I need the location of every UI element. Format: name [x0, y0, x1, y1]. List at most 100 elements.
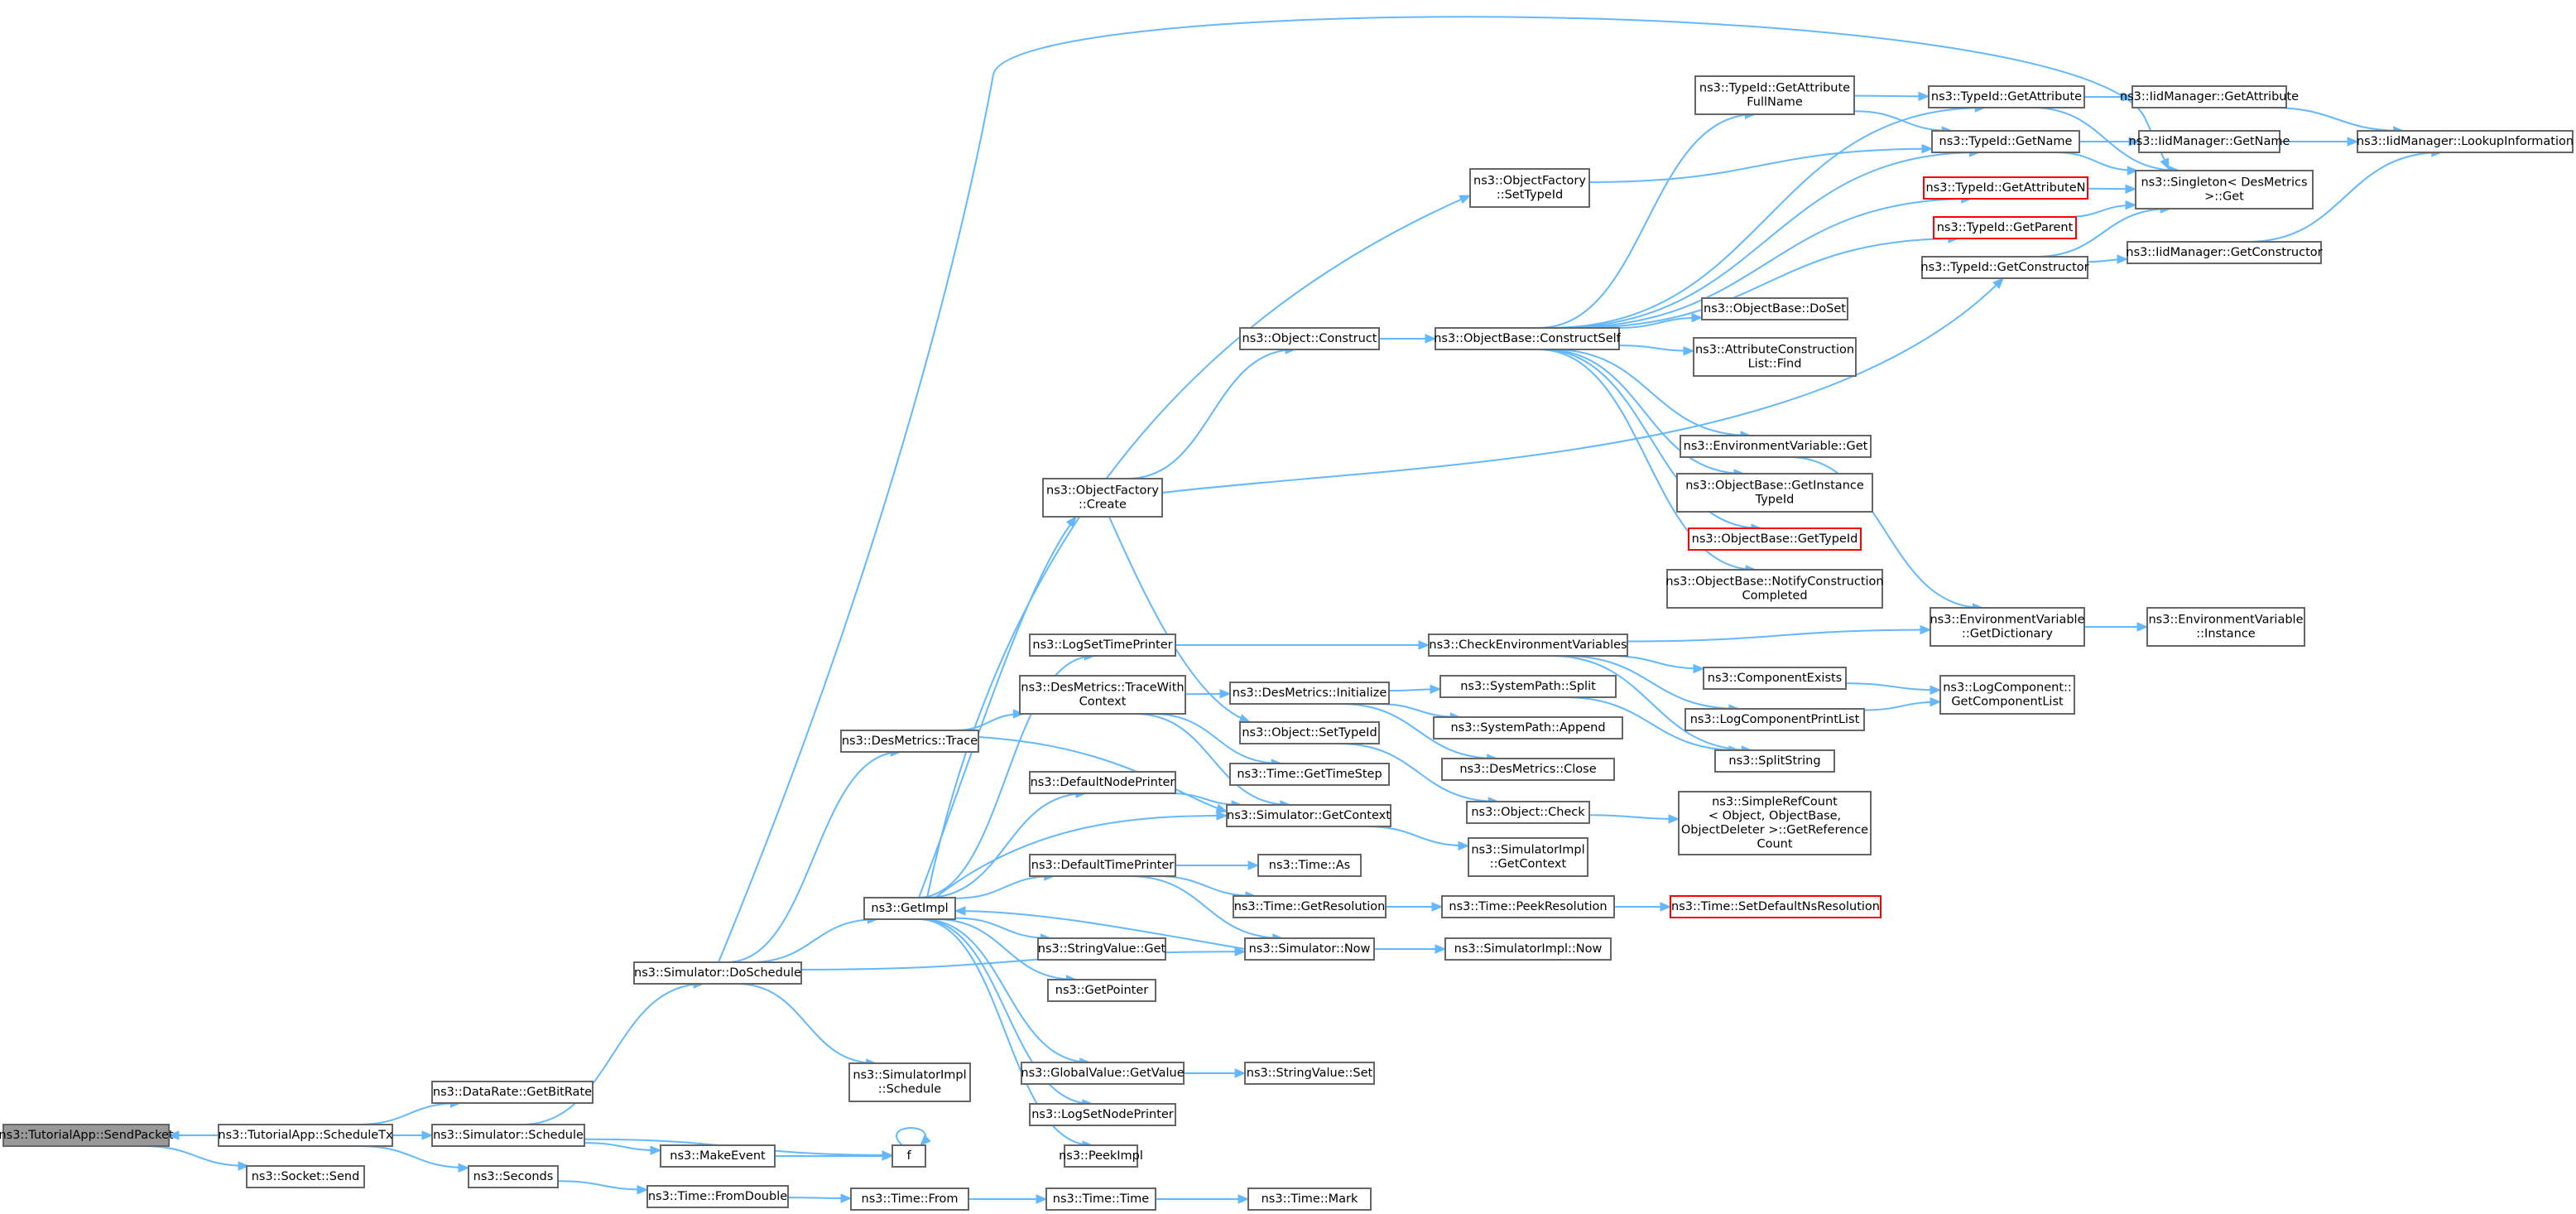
node-box: [2138, 130, 2280, 153]
node-label: ns3::LogComponent::: [1943, 682, 2072, 695]
node-doschedule[interactable]: ns3::Simulator::DoSchedule: [633, 961, 802, 985]
node-desmclose[interactable]: ns3::DesMetrics::Close: [1441, 758, 1615, 781]
edge-doschedule-to-desmtrace: [726, 747, 902, 963]
node-envget[interactable]: ns3::EnvironmentVariable::Get: [1680, 435, 1872, 458]
node-peekimpl[interactable]: ns3::PeekImpl: [1059, 1144, 1143, 1168]
node-setdefns[interactable]: ns3::Time::SetDefaultNsResolution: [1670, 895, 1882, 918]
node-peekres[interactable]: ns3::Time::PeekResolution: [1441, 895, 1615, 918]
node-singleton[interactable]: ns3::Singleton< DesMetrics >::Get: [2135, 170, 2314, 210]
node-iidgetname[interactable]: ns3::IidManager::GetName: [2129, 130, 2290, 153]
node-simimplnow[interactable]: ns3::SimulatorImpl::Now: [1444, 937, 1612, 961]
node-label: ns3::ObjectFactory: [1046, 484, 1159, 498]
node-simplerefcnt[interactable]: ns3::SimpleRefCount< Object, ObjectBase,…: [1678, 791, 1872, 855]
node-getpointer[interactable]: ns3::GetPointer: [1047, 979, 1156, 1002]
node-f[interactable]: f: [892, 1144, 926, 1168]
node-gvgetvalue[interactable]: ns3::GlobalValue::GetValue: [1021, 1062, 1185, 1085]
node-envdict[interactable]: ns3::EnvironmentVariable::GetDictionary: [1930, 607, 2085, 647]
node-label: ns3::StringValue::Set: [1247, 1067, 1373, 1080]
edge-doschedule-to-simimplsched: [736, 983, 877, 1068]
node-seconds[interactable]: ns3::Seconds: [468, 1165, 559, 1188]
node-iidgetctor[interactable]: ns3::IidManager::GetConstructor: [2126, 241, 2323, 264]
node-gettimestep[interactable]: ns3::Time::GetTimeStep: [1229, 763, 1390, 786]
node-sendpacket[interactable]: ns3::TutorialApp::SendPacket: [0, 1124, 174, 1147]
node-tgetctor[interactable]: ns3::TypeId::GetConstructor: [1920, 256, 2089, 279]
node-strvalset[interactable]: ns3::StringValue::Set: [1244, 1062, 1375, 1085]
node-iidlookup[interactable]: ns3::IidManager::LookupInformation: [2357, 130, 2574, 153]
edge-line: [954, 910, 1246, 950]
node-simimplsched[interactable]: ns3::SimulatorImpl::Schedule: [848, 1062, 971, 1102]
node-strvalget[interactable]: ns3::StringValue::Get: [1037, 937, 1166, 961]
node-label: ns3::EnvironmentVariable::Get: [1684, 440, 1868, 453]
node-iidgetattr[interactable]: ns3::IidManager::GetAttribute: [2120, 85, 2299, 108]
node-logcompget[interactable]: ns3::LogComponent::GetComponentList: [1939, 675, 2075, 715]
node-simimplgetctx[interactable]: ns3::SimulatorImpl::GetContext: [1468, 837, 1588, 877]
node-box: [1045, 1188, 1156, 1211]
node-timemark[interactable]: ns3::Time::Mark: [1247, 1188, 1372, 1211]
node-tgetname[interactable]: ns3::TypeId::GetName: [1931, 130, 2080, 153]
node-syappend[interactable]: ns3::SystemPath::Append: [1433, 716, 1623, 739]
node-envinst[interactable]: ns3::EnvironmentVariable::Instance: [2146, 607, 2305, 647]
edge-line: [1561, 198, 1972, 329]
node-desminit[interactable]: ns3::DesMetrics::Initialize: [1229, 682, 1390, 705]
node-getres[interactable]: ns3::Time::GetResolution: [1233, 895, 1387, 918]
node-timetime[interactable]: ns3::Time::Time: [1045, 1188, 1156, 1211]
node-logsetnp[interactable]: ns3::LogSetNodePrinter: [1029, 1103, 1176, 1126]
node-schedule[interactable]: ns3::Simulator::Schedule: [431, 1124, 585, 1147]
edge-scheduletx-to-schedule: [392, 1130, 434, 1140]
edge-constructself-to-attrconstr: [1618, 344, 1695, 356]
node-logsettp[interactable]: ns3::LogSetTimePrinter: [1029, 633, 1176, 657]
arrowhead: [167, 1130, 180, 1140]
node-label: ns3::DefaultTimePrinter: [1031, 859, 1174, 872]
node-label: ns3::Time::SetDefaultNsResolution: [1671, 900, 1880, 913]
node-desmtrace[interactable]: ns3::DesMetrics::Trace: [840, 730, 979, 753]
node-tgetattrn[interactable]: ns3::TypeId::GetAttributeN: [1923, 176, 2088, 200]
node-objsettypeid[interactable]: ns3::Object::SetTypeId: [1239, 721, 1380, 744]
node-objcheck[interactable]: ns3::Object::Check: [1466, 801, 1590, 824]
node-socketsend[interactable]: ns3::Socket::Send: [246, 1165, 365, 1188]
node-makeevent[interactable]: ns3::MakeEvent: [660, 1144, 776, 1168]
node-splitstring[interactable]: ns3::SplitString: [1714, 749, 1835, 773]
node-box: [840, 730, 979, 753]
node-tgetattr[interactable]: ns3::TypeId::GetAttribute: [1928, 85, 2085, 108]
node-simgetctx[interactable]: ns3::Simulator::GetContext: [1226, 804, 1391, 827]
edge-deftimepr-to-timeas: [1175, 860, 1260, 870]
node-objconstruct[interactable]: ns3::Object::Construct: [1239, 327, 1380, 350]
node-deftimepr[interactable]: ns3::DefaultTimePrinter: [1029, 854, 1176, 877]
node-timefrom[interactable]: ns3::Time::From: [850, 1188, 969, 1211]
node-tgetparent[interactable]: ns3::TypeId::GetParent: [1933, 216, 2077, 239]
node-sysplit[interactable]: ns3::SystemPath::Split: [1439, 675, 1617, 698]
node-label: ns3::TypeId::GetConstructor: [1920, 261, 2088, 274]
node-label: Context: [1079, 696, 1127, 709]
node-box: [1047, 979, 1156, 1002]
node-ofcreate[interactable]: ns3::ObjectFactory::Create: [1042, 478, 1163, 518]
node-fromdouble[interactable]: ns3::Time::FromDouble: [646, 1185, 789, 1208]
node-simnow[interactable]: ns3::Simulator::Now: [1244, 937, 1375, 961]
edge-objconstruct-to-constructself: [1379, 334, 1437, 344]
node-getimpl[interactable]: ns3::GetImpl: [863, 897, 956, 920]
node-label: ns3::SimulatorImpl: [853, 1069, 966, 1082]
node-label: ns3::ComponentExists: [1708, 672, 1843, 685]
edge-line: [1365, 826, 1469, 847]
node-compexists[interactable]: ns3::ComponentExists: [1703, 667, 1847, 690]
node-label: ns3::TypeId::GetName: [1939, 135, 2073, 148]
node-checkenv[interactable]: ns3::CheckEnvironmentVariables: [1428, 633, 1628, 657]
node-ofsettypeid[interactable]: ns3::ObjectFactory::SetTypeId: [1469, 168, 1590, 208]
node-scheduletx[interactable]: ns3::TutorialApp::ScheduleTx: [218, 1124, 393, 1147]
arrowhead: [1418, 640, 1430, 650]
node-timeas[interactable]: ns3::Time::As: [1257, 854, 1362, 877]
node-obnotify[interactable]: ns3::ObjectBase::NotifyConstructionCompl…: [1665, 569, 1884, 609]
node-obdoset[interactable]: ns3::ObjectBase::DoSet: [1701, 297, 1848, 320]
edge-line: [1538, 113, 1756, 329]
node-constructself[interactable]: ns3::ObjectBase::ConstructSelf: [1434, 327, 1622, 350]
node-box: [1229, 763, 1390, 786]
edge-gvgetvalue-to-strvalset: [1184, 1068, 1247, 1078]
node-getbitrate[interactable]: ns3::DataRate::GetBitRate: [431, 1081, 594, 1104]
node-box: [1701, 297, 1848, 320]
node-obgettypeid[interactable]: ns3::ObjectBase::GetTypeId: [1688, 528, 1862, 551]
node-logcompprint[interactable]: ns3::LogComponentPrintList: [1684, 708, 1865, 731]
node-defnodepr[interactable]: ns3::DefaultNodePrinter: [1029, 771, 1176, 794]
